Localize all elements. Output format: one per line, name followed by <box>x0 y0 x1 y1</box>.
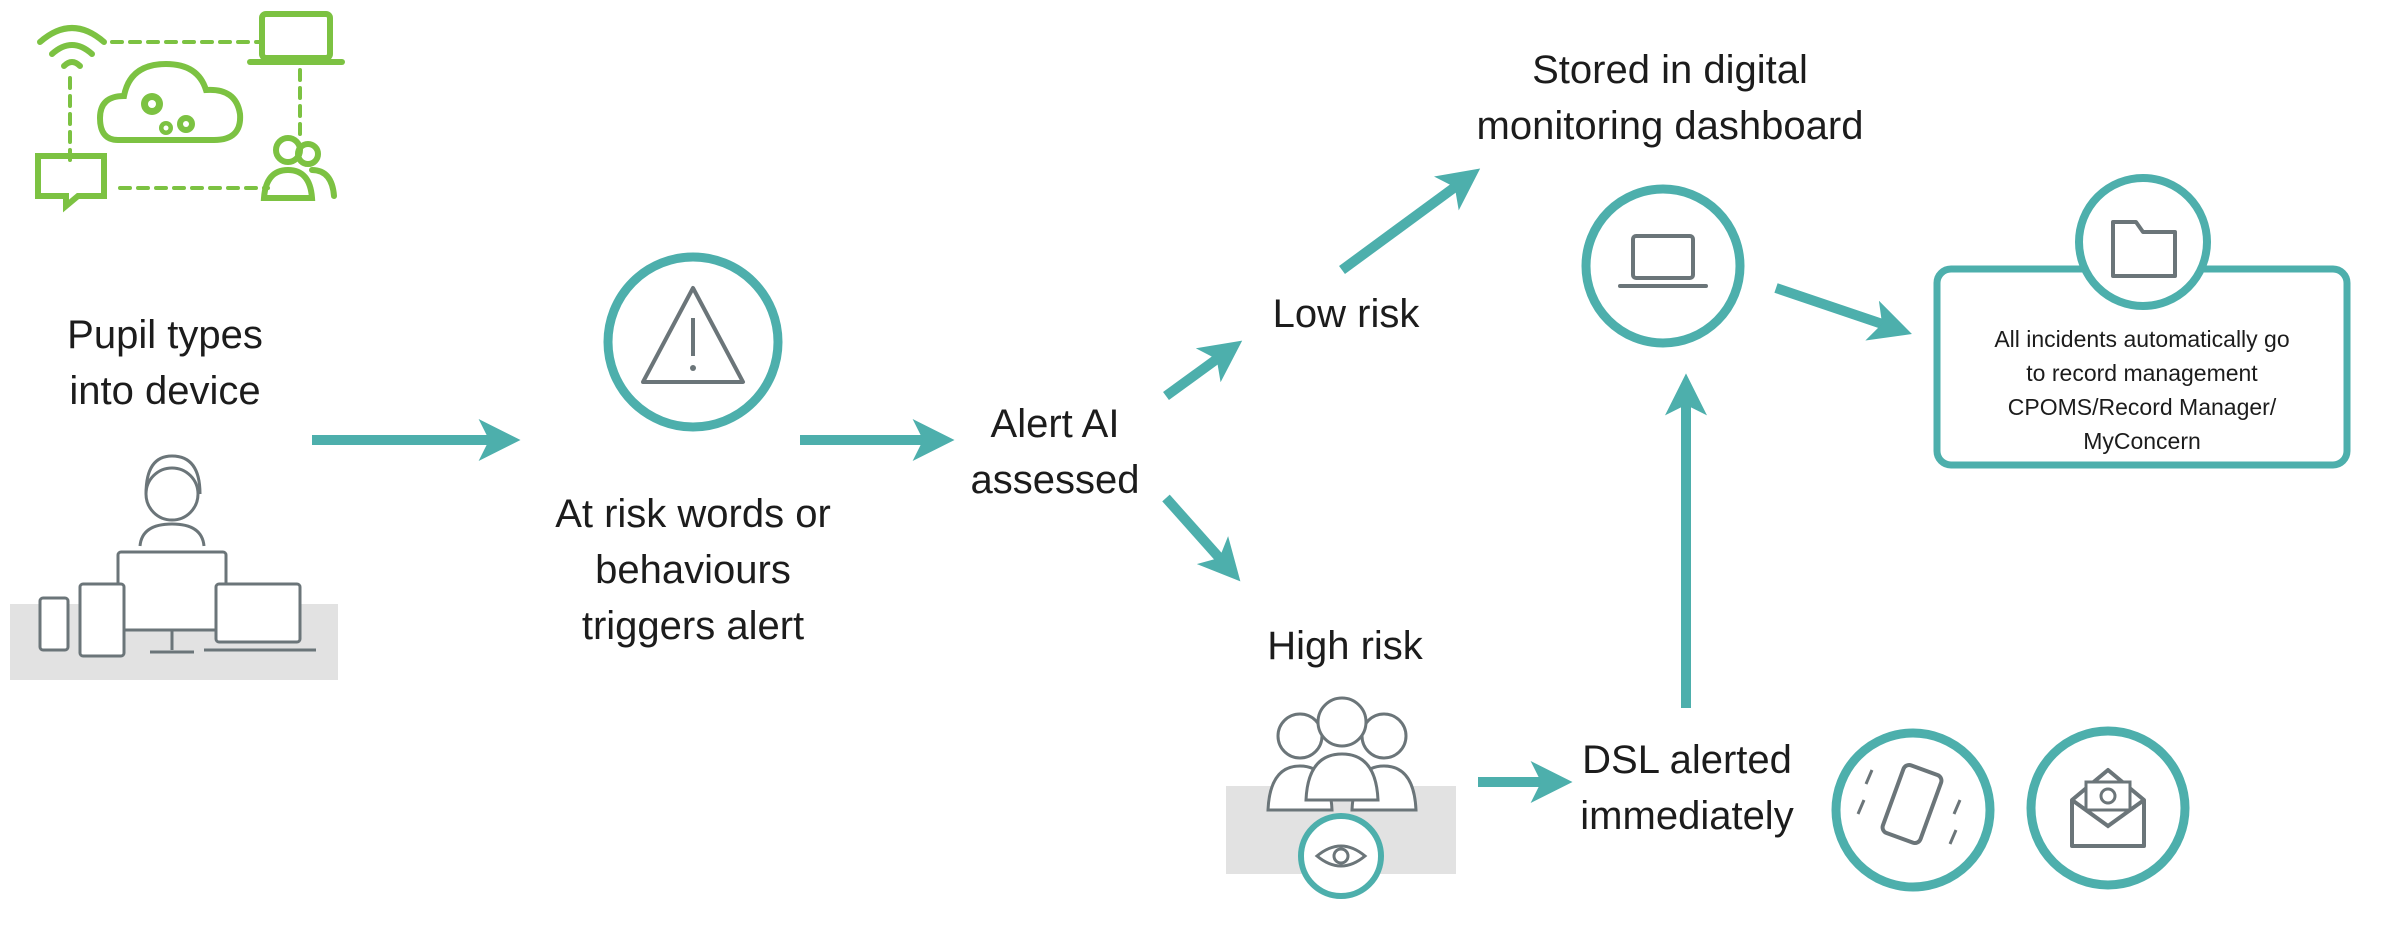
arrow-assess-to-low <box>1163 340 1243 401</box>
arrow-low-to-dashboard <box>1339 168 1481 275</box>
record-management-text: All incidents automatically go to record… <box>1950 322 2334 458</box>
dashboard-label: Stored in digital monitoring dashboard <box>1440 42 1900 154</box>
record-line3: CPOMS/Record Manager/ <box>2007 394 2277 420</box>
dsl-label: DSL alerted immediately <box>1562 732 1812 844</box>
trigger-label-line1: At risk words or <box>555 492 831 536</box>
record-line4: MyConcern <box>2083 428 2201 454</box>
folder-icon <box>2075 174 2211 310</box>
record-line1: All incidents automatically go <box>1994 326 2290 352</box>
warning-triangle-icon <box>603 252 783 432</box>
high-risk-text: High risk <box>1267 624 1423 668</box>
gear-icon <box>141 93 195 135</box>
vibrating-phone-icon <box>1831 728 1995 892</box>
low-risk-text: Low risk <box>1272 292 1420 336</box>
eye-icon <box>1298 813 1384 899</box>
pupil-label: Pupil types into device <box>40 307 290 419</box>
high-risk-label: High risk <box>1234 618 1456 674</box>
trigger-label-line2: behaviours <box>595 548 791 592</box>
arrow-dashboard-to-record <box>1774 283 1912 341</box>
pupil-devices-icon <box>10 454 338 680</box>
dsl-label-line2: immediately <box>1580 794 1794 838</box>
trigger-label: At risk words or behaviours triggers ale… <box>520 486 866 654</box>
pupil-label-line1: Pupil types <box>67 313 263 357</box>
dashboard-label-line2: monitoring dashboard <box>1476 104 1864 148</box>
cloud-network-icon <box>35 11 345 213</box>
assess-label-line1: Alert AI <box>990 402 1120 446</box>
arrow-assess-to-high <box>1162 494 1241 582</box>
record-line2: to record management <box>2026 360 2258 386</box>
dsl-label-line1: DSL alerted <box>1582 738 1792 782</box>
assess-label-line2: assessed <box>970 458 1140 502</box>
email-envelope-icon <box>2026 726 2190 890</box>
assess-label: Alert AI assessed <box>940 396 1170 508</box>
pupil-label-line2: into device <box>69 369 261 413</box>
dashboard-label-line1: Stored in digital <box>1532 48 1808 92</box>
laptop-icon <box>1581 184 1745 348</box>
low-risk-label: Low risk <box>1236 286 1456 342</box>
trigger-label-line3: triggers alert <box>581 604 805 648</box>
